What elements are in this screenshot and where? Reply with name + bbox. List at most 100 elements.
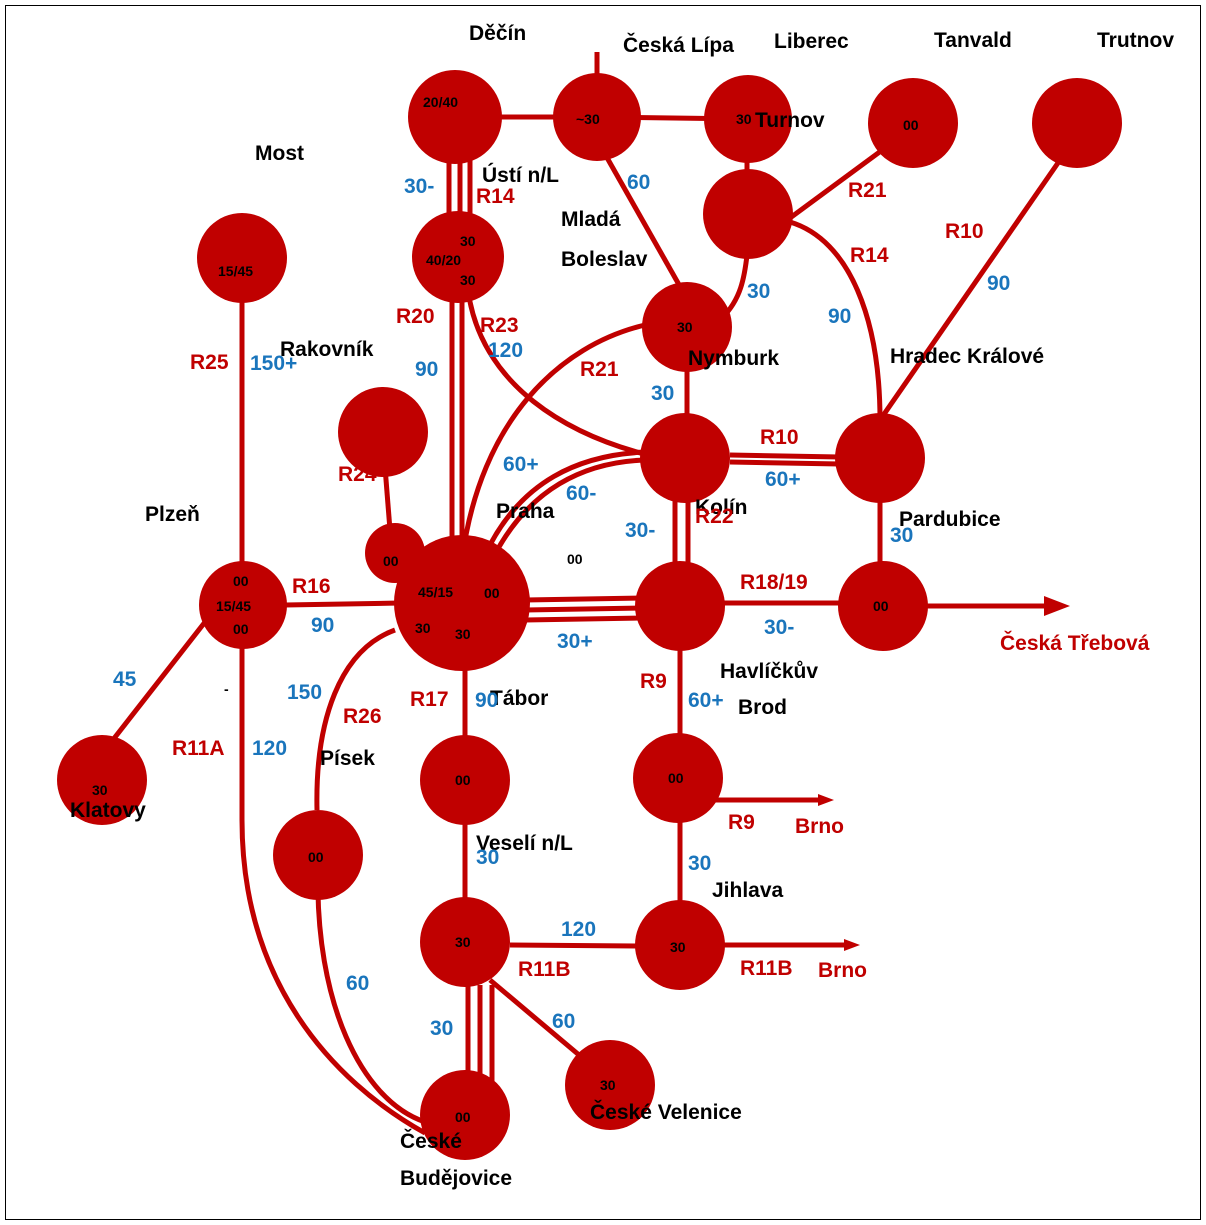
line-label-r22: R22 — [695, 505, 734, 528]
line-label-r21-mid: R21 — [580, 358, 619, 381]
station-velenice — [565, 1040, 655, 1130]
line-r21-praha-nymburk — [459, 322, 646, 561]
node-label-usti-1: 30 — [460, 233, 476, 249]
station-usti — [412, 211, 504, 303]
line-turnov-hradec — [789, 219, 883, 421]
freq-120-r23: 120 — [488, 339, 523, 362]
station-hradec-pardubice — [835, 413, 925, 503]
freq-90-hradec: 90 — [828, 305, 851, 328]
city-usti: Ústí n/L — [482, 163, 559, 187]
station-nymburk — [642, 282, 732, 372]
city-decin: Děčín — [469, 22, 526, 45]
node-label-rakovnik-small: 00 — [383, 553, 399, 569]
freq-30-jihlava: 30 — [688, 852, 711, 875]
line-lipa-nymburk — [594, 138, 685, 292]
city-cb-1: České — [400, 1129, 462, 1153]
line-label-r24: R24 — [338, 463, 377, 486]
line-pisek-cb — [315, 869, 426, 1125]
line-r26 — [314, 627, 396, 811]
line-kolin-pardubice-b — [729, 459, 841, 467]
station-most — [197, 213, 287, 303]
node-label-tabor: 00 — [455, 772, 471, 788]
node-label-praha-1: 45/15 — [418, 584, 453, 600]
city-turnov: Turnov — [755, 109, 825, 132]
dest-brno-1: Brno — [795, 815, 844, 838]
node-label-usti-3: 30 — [460, 272, 476, 288]
freq-60-velenice: 60 — [552, 1010, 575, 1033]
station-plzen — [199, 561, 287, 649]
freq-45-klat: 45 — [113, 668, 137, 691]
line-label-r11a: R11A — [172, 737, 225, 760]
line-turnov-tanvald — [788, 145, 887, 221]
dest-ceska-trebova: Česká Třebová — [1000, 631, 1150, 655]
freq-30-cb: 30 — [430, 1017, 453, 1040]
node-label-usti-2: 40/20 — [426, 252, 461, 268]
line-label-r9-2: R9 — [728, 811, 755, 834]
line-praha-kolin-a — [482, 449, 646, 557]
station-trutnov — [1032, 78, 1122, 168]
line-label-r25: R25 — [190, 351, 229, 374]
city-mlada-1: Mladá — [561, 208, 621, 231]
node-label-most: 15/45 — [218, 263, 253, 279]
station-kolin — [640, 413, 730, 503]
node-label-tanvald: 00 — [903, 117, 919, 133]
freq-60-havl: 60+ — [688, 689, 724, 712]
freq-30-praha-havl: 30+ — [557, 630, 593, 653]
line-label-r23: R23 — [480, 314, 519, 337]
line-praha-kolin-b — [489, 457, 646, 562]
node-label-plzen-2: 15/45 — [216, 598, 251, 614]
arrowhead-brno-2 — [844, 939, 860, 951]
node-label-decin: 20/40 — [423, 94, 458, 110]
node-label-jihlava: 30 — [670, 939, 686, 955]
station-havl-south — [633, 733, 723, 823]
line-trutnov-hradec — [877, 158, 1063, 422]
freq-30-kol-havl: 30- — [625, 519, 655, 542]
node-label-pisek: 00 — [308, 849, 324, 865]
line-label-r16: R16 — [292, 575, 331, 598]
city-pardubice: Pardubice — [899, 508, 1001, 531]
line-plzen-praha — [284, 600, 401, 608]
line-kolin-pardubice-a — [729, 452, 841, 460]
destination-labels: Česká Třebová Brno Brno — [795, 631, 1150, 982]
freq-120-r11b: 120 — [561, 918, 596, 941]
city-tabor: Tábor — [490, 687, 548, 710]
freq-30-havl-east: 30- — [764, 616, 794, 639]
node-label-praha-free: 00 — [567, 551, 583, 567]
diagram-frame — [5, 5, 1201, 1220]
line-praha-havl-b — [524, 605, 641, 613]
city-kolin: Kolín — [695, 496, 748, 519]
city-most: Most — [255, 142, 304, 165]
node-label-velenice: 30 — [600, 1077, 616, 1093]
frequency-labels: 30- 60 90 30 90 150+ 90 120 30 60+ 60- 6… — [113, 171, 1010, 1040]
freq-30-usti: 30- — [404, 175, 434, 198]
arrowheads — [818, 596, 1070, 951]
city-tanvald: Tanvald — [934, 29, 1012, 52]
city-praha: Praha — [496, 500, 555, 523]
line-label-r14-top: R14 — [476, 185, 515, 208]
line-veseli-velenice — [488, 978, 587, 1062]
station-turnov — [703, 169, 793, 259]
city-havl-1: Havlíčkův — [720, 660, 818, 683]
node-label-liberec: 30 — [736, 111, 752, 127]
node-label-praha-3: 30 — [415, 620, 431, 636]
station-rakovnik — [338, 387, 428, 477]
node-label-klatovy: 30 — [92, 782, 108, 798]
city-havl-2: Brod — [738, 696, 787, 719]
station-veseli — [420, 897, 510, 987]
city-cb-2: Budějovice — [400, 1167, 512, 1190]
stray-dash: - — [224, 681, 229, 697]
station-praha — [394, 535, 530, 671]
city-ceska-lipa: Česká Lípa — [623, 33, 734, 57]
station-tanvald — [868, 78, 958, 168]
station-havlickuv — [635, 561, 725, 651]
city-trutnov: Trutnov — [1097, 29, 1174, 52]
node-label-pardubice: 00 — [873, 598, 889, 614]
line-label-r20: R20 — [396, 305, 435, 328]
city-names: Děčín Česká Lípa Liberec Tanvald Trutnov… — [70, 22, 1174, 1190]
freq-90-plz-pr: 90 — [311, 614, 334, 637]
station-ceska-lipa — [553, 73, 641, 161]
station-pisek — [273, 810, 363, 900]
line-label-r14-right: R14 — [850, 244, 889, 267]
freq-30-nym-kol: 30 — [651, 382, 674, 405]
